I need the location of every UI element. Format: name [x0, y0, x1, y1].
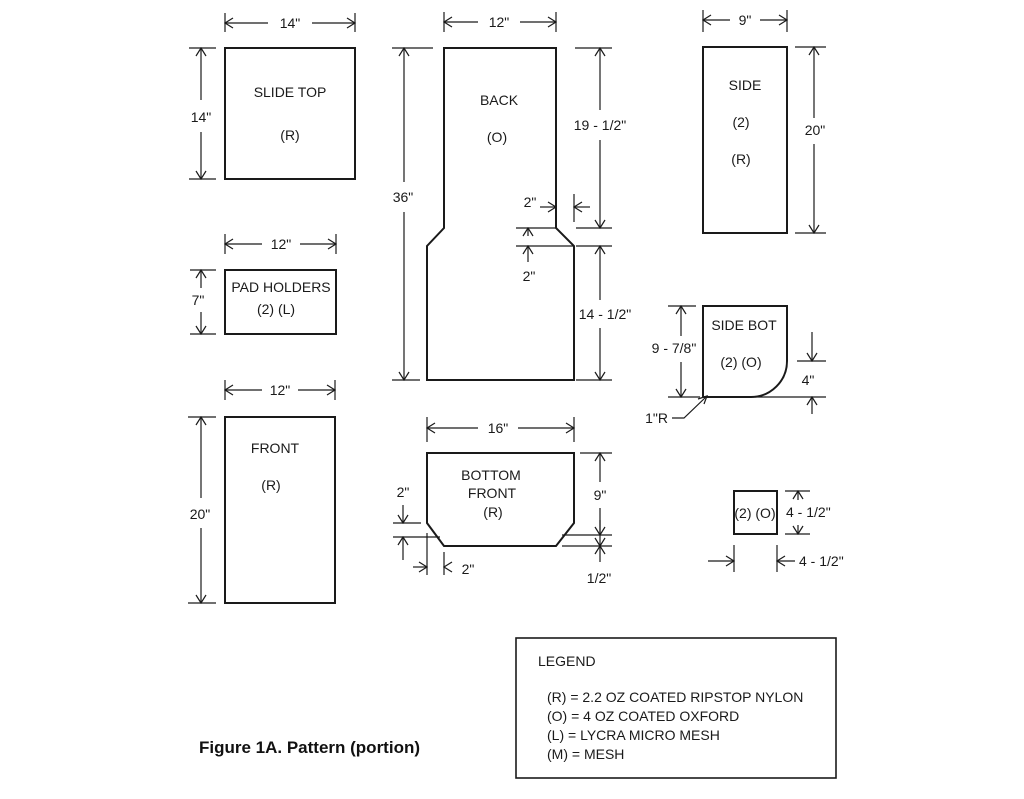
legend-item-m: (M) = MESH — [547, 746, 624, 762]
bottom-front-chamfer-vertical: 2" — [397, 484, 410, 500]
front-height: 20" — [190, 506, 211, 522]
piece-bottom-front: BOTTOM FRONT (R) 16" 9" 1/2" 2" — [393, 417, 612, 586]
legend-box — [515, 637, 837, 779]
pad-holders-label: PAD HOLDERS — [231, 279, 330, 295]
pad-holders-outline — [224, 269, 337, 335]
small-square-outline — [733, 490, 778, 535]
slide-top-material: (R) — [280, 127, 299, 143]
slide-top-label: SLIDE TOP — [254, 84, 327, 100]
back-material: (O) — [487, 129, 507, 145]
bottom-front-label-1: BOTTOM — [461, 467, 521, 483]
piece-back: BACK (O) 12" 36" 19 - 1/2" 2" — [392, 12, 631, 382]
piece-side-bot: SIDE BOT (2) (O) 9 - 7/8" 4" 1"R — [645, 304, 826, 426]
side-width: 9" — [739, 12, 752, 28]
back-width: 12" — [489, 14, 510, 30]
slide-top-outline — [224, 47, 356, 180]
pad-holders-material: (2) (L) — [257, 301, 295, 317]
piece-front: FRONT (R) 12" 20" — [188, 380, 337, 605]
side-outline — [702, 46, 788, 234]
side-bot-height: 9 - 7/8" — [652, 340, 697, 356]
side-bot-material: (2) (O) — [720, 354, 761, 370]
side-bot-curve-height: 4" — [802, 372, 815, 388]
front-label: FRONT — [251, 440, 300, 456]
front-width: 12" — [270, 382, 291, 398]
small-square-width: 4 - 1/2" — [799, 553, 844, 569]
back-outline — [426, 47, 575, 381]
legend-item-o: (O) = 4 OZ COATED OXFORD — [547, 708, 739, 724]
piece-pad-holders: PAD HOLDERS (2) (L) 12" 7" — [190, 234, 338, 336]
piece-side: SIDE (2) (R) 9" 20" — [701, 10, 826, 235]
side-label: SIDE — [729, 77, 762, 93]
slide-top-width: 14" — [280, 15, 301, 31]
pad-holders-height: 7" — [192, 292, 205, 308]
side-bot-outline — [702, 305, 788, 398]
bottom-front-chamfer-horizontal: 2" — [462, 561, 475, 577]
back-step-horizontal: 2" — [524, 194, 537, 210]
figure-caption: Figure 1A. Pattern (portion) — [199, 738, 420, 757]
side-bot-radius: 1"R — [645, 410, 668, 426]
slide-top-height: 14" — [191, 109, 212, 125]
piece-slide-top: SLIDE TOP (R) 14" 14" — [189, 13, 357, 181]
small-square-height: 4 - 1/2" — [786, 504, 831, 520]
front-outline — [224, 416, 336, 604]
bottom-front-height: 9" — [594, 487, 607, 503]
bottom-front-gap: 1/2" — [587, 570, 611, 586]
legend-item-r: (R) = 2.2 OZ COATED RIPSTOP NYLON — [547, 689, 803, 705]
legend: LEGEND (R) = 2.2 OZ COATED RIPSTOP NYLON… — [515, 637, 837, 779]
bottom-front-outline — [426, 452, 575, 547]
piece-small-square: (2) (O) 4 - 1/2" 4 - 1/2" — [708, 489, 844, 572]
small-square-material: (2) (O) — [734, 505, 775, 521]
side-bot-label: SIDE BOT — [711, 317, 777, 333]
side-material: (R) — [731, 151, 750, 167]
back-lower-height: 14 - 1/2" — [579, 306, 631, 322]
bottom-front-label-2: FRONT — [468, 485, 517, 501]
side-quantity: (2) — [732, 114, 749, 130]
back-upper-height: 19 - 1/2" — [574, 117, 626, 133]
front-material: (R) — [261, 477, 280, 493]
bottom-front-width: 16" — [488, 420, 509, 436]
pad-holders-width: 12" — [271, 236, 292, 252]
back-label: BACK — [480, 92, 519, 108]
back-step-vertical: 2" — [523, 268, 536, 284]
legend-item-l: (L) = LYCRA MICRO MESH — [547, 727, 720, 743]
legend-title: LEGEND — [538, 653, 596, 669]
back-height: 36" — [393, 189, 414, 205]
bottom-front-material: (R) — [483, 504, 502, 520]
side-height: 20" — [805, 122, 826, 138]
